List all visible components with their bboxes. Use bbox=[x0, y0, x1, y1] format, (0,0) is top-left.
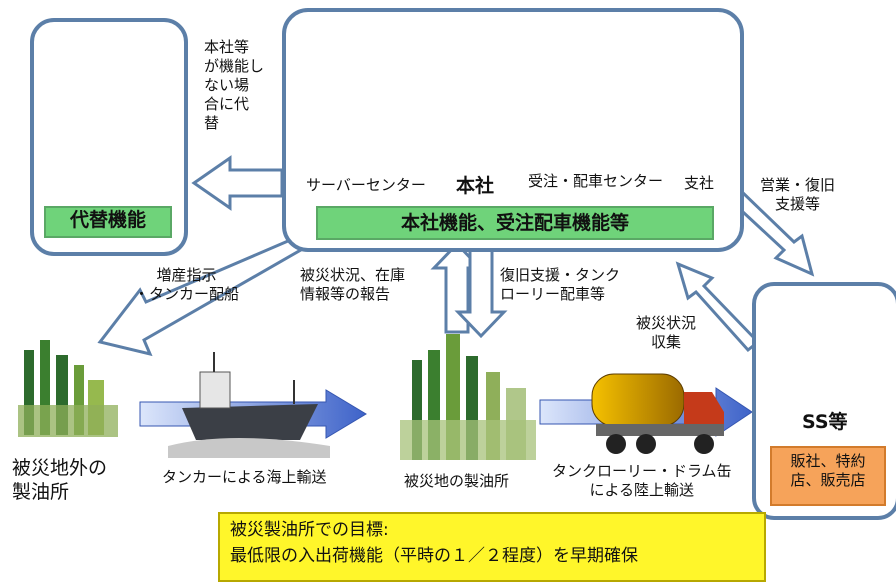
goal-box: 被災製油所での目標: 最低限の入出荷機能（平時の１／２程度）を早期確保 bbox=[218, 512, 766, 582]
tank-lorry-icon bbox=[591, 373, 724, 454]
goal-line-1: 被災製油所での目標: bbox=[230, 520, 389, 540]
arrow-ss-to-hq bbox=[675, 261, 761, 353]
tanker-ship-icon bbox=[168, 352, 330, 458]
increase-production-label: 増産指示・タンカー配船 bbox=[134, 266, 240, 303]
arrow-hq-to-refinery-out bbox=[97, 232, 308, 357]
disaster-refinery-label: 被災地の製油所 bbox=[404, 472, 510, 490]
restoration-support-label: 復旧支援・タンクローリー配車等 bbox=[500, 266, 621, 303]
refinery-outside-icon bbox=[18, 340, 118, 437]
branch-label: 支社 bbox=[684, 174, 715, 192]
damage-report-label: 被災状況、在庫情報等の報告 bbox=[300, 266, 406, 303]
goal-line-2: 最低限の入出荷機能（平時の１／２程度）を早期確保 bbox=[230, 546, 638, 566]
headquarters-label: 本社 bbox=[456, 175, 495, 197]
refinery-disaster-icon bbox=[400, 334, 536, 460]
damage-collection-label: 被災状況収集 bbox=[636, 314, 697, 351]
hq-function-label: 本社機能、受注配車機能等 bbox=[316, 206, 714, 240]
alternate-function-label: 代替機能 bbox=[44, 206, 172, 238]
alternate-note: 本社等が機能しない場合に代替 bbox=[204, 38, 265, 132]
arrow-hq-to-alt bbox=[191, 155, 284, 211]
arrow-hq-to-ss bbox=[727, 187, 815, 277]
sales-support-label: 営業・復旧支援等 bbox=[760, 176, 836, 213]
arrow-support-down bbox=[454, 248, 508, 339]
service-station-sub-label: 販社、特約店、販売店 bbox=[770, 446, 886, 506]
land-transport-label: タンクローリー・ドラム缶による陸上輸送 bbox=[552, 462, 732, 499]
server-center-label: サーバーセンター bbox=[306, 176, 426, 194]
order-dispatch-center-label: 受注・配車センター bbox=[528, 172, 664, 190]
refinery-outside-label: 被災地外の製油所 bbox=[12, 457, 108, 503]
service-station-title: SS等 bbox=[802, 411, 848, 433]
sea-transport-label: タンカーによる海上輸送 bbox=[162, 468, 327, 486]
